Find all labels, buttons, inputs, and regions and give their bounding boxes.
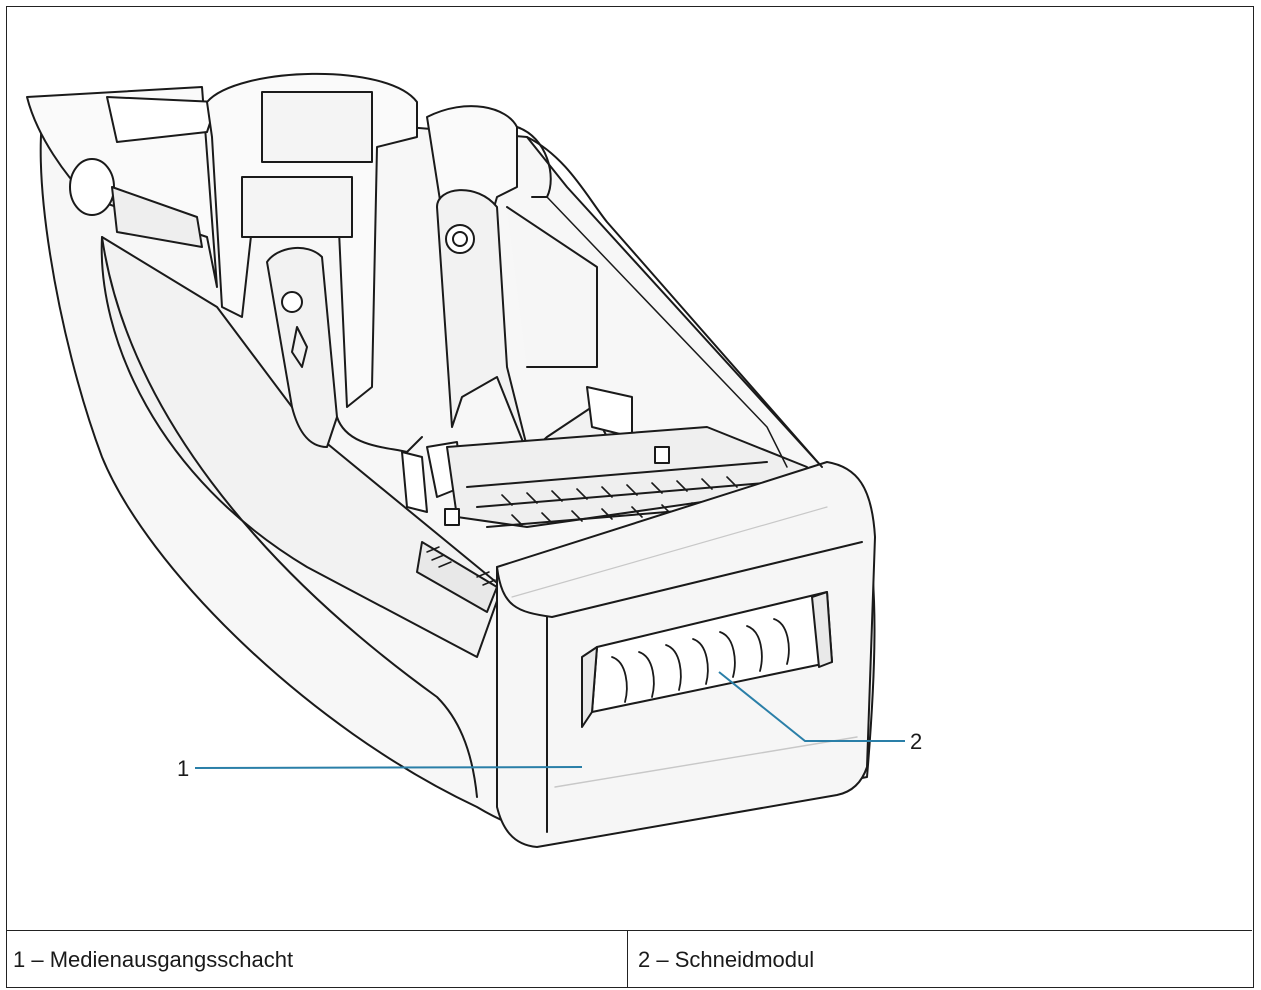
callout-2-leader (718, 671, 905, 742)
legend-table: 1 – Medienausgangsschacht 2 – Schneidmod… (7, 930, 1252, 988)
legend-item-2: 2 – Schneidmodul (628, 931, 1252, 988)
callout-1-number: 1 (177, 756, 189, 781)
callout-1-leader (194, 766, 583, 769)
figure-frame: 1 2 1 – Medienausgangsschacht 2 – Schnei… (6, 6, 1254, 988)
legend-item-1: 1 – Medienausgangsschacht (7, 931, 628, 988)
legend-item-1-label: 1 – Medienausgangsschacht (13, 946, 294, 972)
legend-item-2-label: 2 – Schneidmodul (638, 946, 815, 972)
callout-2-number: 2 (910, 729, 922, 754)
printer-illustration: 1 2 (26, 72, 922, 848)
